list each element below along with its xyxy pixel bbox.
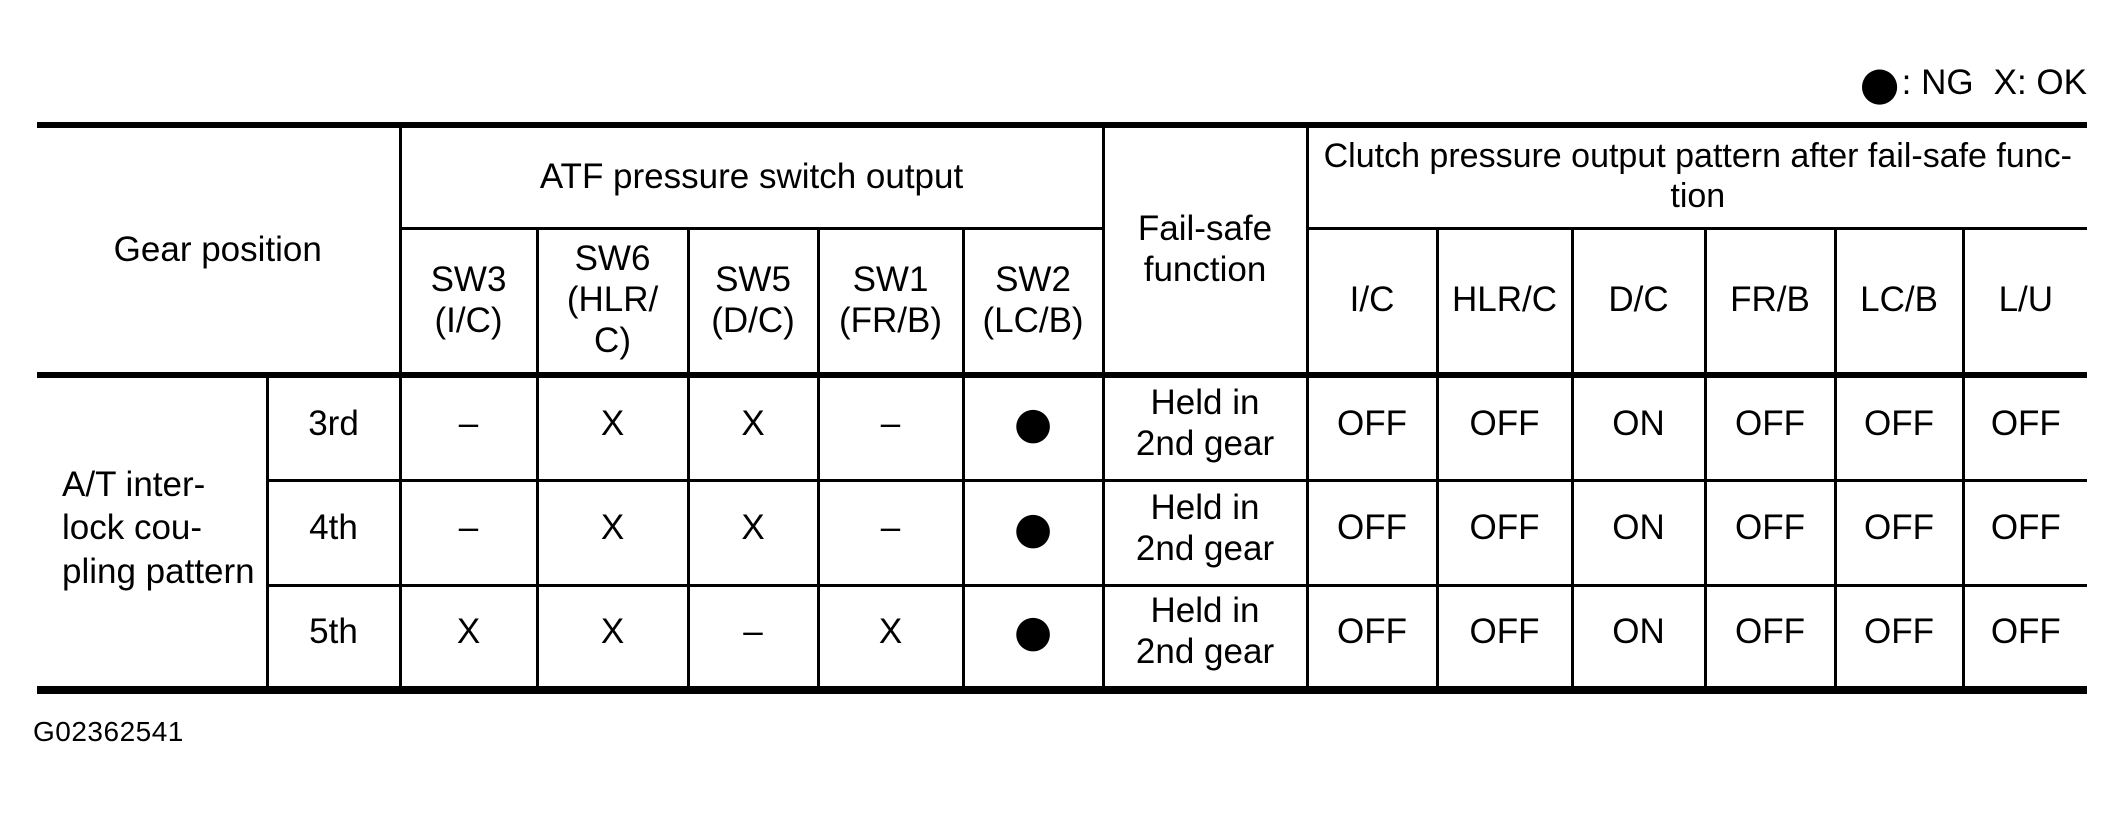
- gear-cell: 5th: [267, 583, 402, 694]
- col-header-ic: I/C: [1305, 226, 1439, 377]
- sw-cell: –: [816, 372, 965, 482]
- sw-cell-ng-dot: ●: [961, 372, 1105, 482]
- clutch-cell: OFF: [1961, 583, 2088, 694]
- sw-cell-ng-dot: ●: [961, 478, 1105, 587]
- sw-cell: X: [686, 372, 820, 482]
- clutch-cell: OFF: [1305, 372, 1439, 482]
- sw-cell: –: [686, 583, 820, 694]
- clutch-cell: OFF: [1833, 583, 1965, 694]
- fail-safe-cell: Held in 2nd gear: [1101, 478, 1309, 587]
- clutch-cell: ON: [1570, 583, 1707, 694]
- col-header-sw1: SW1 (FR/B): [816, 226, 965, 377]
- sw-cell: X: [816, 583, 965, 694]
- clutch-cell: OFF: [1703, 583, 1837, 694]
- col-header-frb: FR/B: [1703, 226, 1837, 377]
- col-header-lcb: LC/B: [1833, 226, 1965, 377]
- gear-cell: 4th: [267, 478, 402, 587]
- col-header-sw6: SW6 (HLR/ C): [535, 226, 690, 377]
- col-header-sw2: SW2 (LC/B): [961, 226, 1105, 377]
- sw-cell-ng-dot: ●: [961, 583, 1105, 694]
- sw-cell: X: [535, 478, 690, 587]
- sw-cell: X: [535, 372, 690, 482]
- clutch-cell: OFF: [1305, 478, 1439, 587]
- clutch-cell: OFF: [1961, 372, 2088, 482]
- col-header-sw5: SW5 (D/C): [686, 226, 820, 377]
- clutch-cell: OFF: [1703, 478, 1837, 587]
- sw-cell: –: [398, 372, 539, 482]
- legend-ok-symbol: X: [1993, 63, 2017, 102]
- clutch-cell: ON: [1570, 372, 1707, 482]
- col-header-clutch-group: Clutch pressure output pattern after fai…: [1305, 122, 2088, 230]
- fail-safe-cell: Held in 2nd gear: [1101, 372, 1309, 482]
- clutch-cell: ON: [1570, 478, 1707, 587]
- col-header-hlrc: HLR/C: [1435, 226, 1574, 377]
- col-header-lu: L/U: [1961, 226, 2088, 377]
- sw-cell: X: [686, 478, 820, 587]
- fail-safe-cell: Held in 2nd gear: [1101, 583, 1309, 694]
- clutch-cell: OFF: [1833, 372, 1965, 482]
- clutch-cell: OFF: [1961, 478, 2088, 587]
- col-header-gear-position: Gear position: [37, 122, 402, 377]
- col-header-sw3: SW3 (I/C): [400, 226, 539, 377]
- sw-cell: X: [535, 583, 690, 694]
- gear-cell: 3rd: [265, 372, 402, 482]
- sw-cell: X: [398, 583, 539, 694]
- figure-id-caption: G02362541: [33, 716, 184, 747]
- clutch-cell: OFF: [1435, 372, 1574, 482]
- legend-ng-label: : NG: [1901, 63, 1974, 102]
- fail-safe-pattern-table: Gear position ATF pressure switch output…: [37, 122, 2088, 694]
- ng-dot-icon: ●: [1859, 56, 1900, 110]
- clutch-cell: OFF: [1833, 478, 1965, 587]
- col-header-dc: D/C: [1570, 226, 1707, 377]
- clutch-cell: OFF: [1305, 583, 1439, 694]
- sw-cell: –: [816, 478, 965, 587]
- clutch-cell: OFF: [1435, 583, 1574, 694]
- clutch-cell: OFF: [1435, 478, 1574, 587]
- row-group-label: A/T inter- lock cou- pling pattern: [37, 372, 269, 694]
- clutch-cell: OFF: [1703, 372, 1837, 482]
- col-header-fail-safe: Fail-safe function: [1101, 122, 1309, 377]
- legend-ok-label: : OK: [2016, 63, 2087, 102]
- col-header-atf-group: ATF pressure switch output: [398, 122, 1105, 230]
- sw-cell: –: [398, 478, 539, 587]
